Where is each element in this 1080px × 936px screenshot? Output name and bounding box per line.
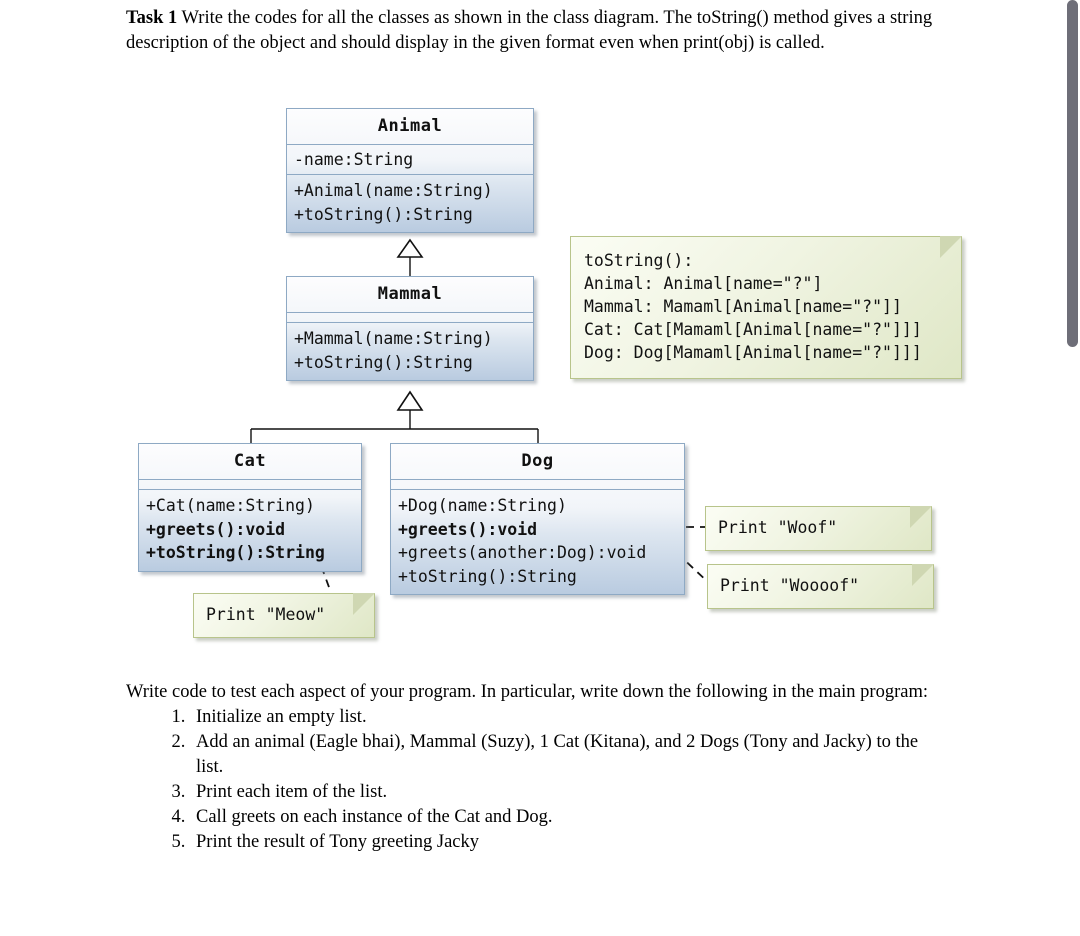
list-item: Print the result of Tony greeting Jacky bbox=[190, 830, 938, 855]
generalization-arrow-mammal-subclasses bbox=[396, 390, 424, 411]
list-item: Call greets on each instance of the Cat … bbox=[190, 805, 938, 830]
operation-item: +toString():String bbox=[146, 543, 325, 562]
folded-corner-icon bbox=[912, 564, 934, 586]
operation-item: +Dog(name:String) bbox=[398, 496, 567, 515]
note-text: Print "Woof" bbox=[718, 518, 838, 537]
instructions-list: Initialize an empty list. Add an animal … bbox=[126, 705, 938, 855]
note-text: toString(): Animal: Animal[name="?"] Mam… bbox=[584, 251, 922, 362]
class-box-cat[interactable]: Cat +Cat(name:String) +greets():void +to… bbox=[138, 443, 362, 572]
class-box-mammal[interactable]: Mammal +Mammal(name:String) +toString():… bbox=[286, 276, 534, 381]
generalization-arrow-animal-mammal bbox=[396, 238, 424, 258]
class-name-dog: Dog bbox=[391, 444, 684, 480]
operation-item: +toString():String bbox=[294, 352, 473, 372]
operation-item: +Mammal(name:String) bbox=[294, 329, 493, 348]
class-name-animal: Animal bbox=[287, 109, 533, 145]
operation-item: +toString():String bbox=[294, 204, 473, 224]
operation-item: +toString():String bbox=[398, 566, 577, 586]
operation-item: +greets():void bbox=[398, 519, 538, 539]
note-tostring-format[interactable]: toString(): Animal: Animal[name="?"] Mam… bbox=[570, 236, 962, 379]
class-attributes-mammal bbox=[287, 313, 533, 323]
class-operations-dog: +Dog(name:String) +greets():void +greets… bbox=[391, 490, 684, 594]
class-operations-mammal: +Mammal(name:String) +toString():String bbox=[287, 323, 533, 380]
folded-corner-icon bbox=[910, 506, 932, 528]
class-box-dog[interactable]: Dog +Dog(name:String) +greets():void +gr… bbox=[390, 443, 685, 595]
list-item: Initialize an empty list. bbox=[190, 705, 938, 730]
operation-item: +greets(another:Dog):void bbox=[398, 543, 647, 562]
list-item: Print each item of the list. bbox=[190, 780, 938, 805]
vertical-scrollbar-thumb[interactable] bbox=[1067, 0, 1078, 347]
class-attributes-dog bbox=[391, 480, 684, 490]
class-name-mammal: Mammal bbox=[287, 277, 533, 313]
note-text: Print "Meow" bbox=[206, 605, 326, 624]
uml-class-diagram: Animal -name:String +Animal(name:String)… bbox=[0, 90, 1000, 650]
list-item: Add an animal (Eagle bhai), Mammal (Suzy… bbox=[190, 730, 938, 780]
note-print-meow[interactable]: Print "Meow" bbox=[193, 593, 375, 638]
note-print-woof[interactable]: Print "Woof" bbox=[705, 506, 932, 551]
note-text: Print "Woooof" bbox=[720, 576, 860, 595]
task-instructions: Write code to test each aspect of your p… bbox=[126, 680, 938, 855]
folded-corner-icon bbox=[353, 593, 375, 615]
instructions-paragraph: Write code to test each aspect of your p… bbox=[126, 682, 928, 702]
task-intro-paragraph: Task 1 Write the codes for all the class… bbox=[126, 6, 958, 56]
class-attributes-animal: -name:String bbox=[287, 145, 533, 175]
folded-corner-icon bbox=[940, 236, 962, 258]
class-attributes-cat bbox=[139, 480, 361, 490]
operation-item: +Cat(name:String) bbox=[146, 496, 315, 515]
operation-item: +greets():void bbox=[146, 519, 286, 539]
operation-item: +Animal(name:String) bbox=[294, 181, 493, 200]
class-box-animal[interactable]: Animal -name:String +Animal(name:String)… bbox=[286, 108, 534, 233]
class-operations-animal: +Animal(name:String) +toString():String bbox=[287, 175, 533, 232]
vertical-scrollbar-track[interactable] bbox=[1063, 0, 1080, 936]
attribute-item: -name:String bbox=[294, 150, 414, 169]
note-print-woooof[interactable]: Print "Woooof" bbox=[707, 564, 934, 609]
task-label: Task 1 bbox=[126, 8, 178, 28]
task-intro-text: Write the codes for all the classes as s… bbox=[126, 8, 933, 53]
class-operations-cat: +Cat(name:String) +greets():void +toStri… bbox=[139, 490, 361, 571]
class-name-cat: Cat bbox=[139, 444, 361, 480]
